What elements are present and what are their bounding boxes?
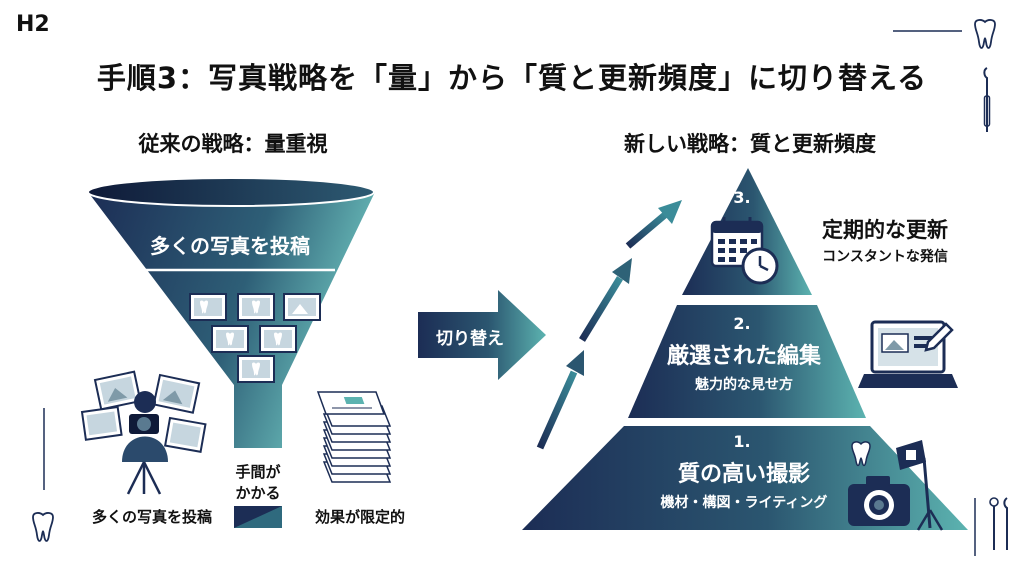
tier-3-number: 3. (733, 188, 751, 207)
growth-arrow-icon (536, 200, 682, 450)
tooth-icon (974, 19, 996, 49)
photographer-icon (80, 370, 207, 495)
camera-icon (848, 476, 910, 526)
tier-2-title: 厳選された編集 (666, 344, 821, 369)
funnel-label: 多くの写真を投稿 (150, 234, 310, 258)
tier-1-title: 質の高い撮影 (677, 462, 810, 487)
laptop-icon (858, 320, 958, 388)
tooth-icon (851, 441, 871, 467)
switch-arrow (418, 290, 546, 380)
tier-3-title: 定期的な更新 (822, 218, 948, 242)
tier-2-number: 2. (733, 314, 751, 333)
switch-label: 切り替え (436, 329, 504, 349)
tier-1-number: 1. (733, 432, 751, 451)
funnel (87, 177, 375, 528)
tooth-icon (32, 512, 54, 542)
dental-tool-icon (983, 67, 991, 132)
left-heading: 従来の戦略：量重視 (138, 132, 328, 156)
tier-1-subtitle: 機材・構図・ライティング (660, 495, 828, 511)
time-label: 手間が かかる (226, 462, 290, 504)
photo-stack-icon (189, 293, 321, 383)
time-label-line-1: 手間が (235, 463, 281, 481)
tier-3-subtitle: コンスタントな発信 (822, 249, 948, 265)
tier-2-subtitle: 魅力的な見せ方 (695, 377, 793, 393)
clock-icon (741, 247, 779, 285)
page-title: 手順3：写真戦略を「量」から「質と更新頻度」に切り替える (96, 61, 928, 95)
photographer-caption: 多くの写真を投稿 (91, 508, 212, 526)
time-label-line-2: かかる (235, 484, 281, 502)
papers-icon (316, 391, 392, 483)
header-tag: H2 (16, 12, 50, 37)
papers-caption: 効果が限定的 (314, 508, 405, 526)
dental-tool-icon (989, 497, 1008, 550)
studio-light-icon (896, 440, 944, 531)
right-heading: 新しい戦略：質と更新頻度 (624, 132, 876, 156)
